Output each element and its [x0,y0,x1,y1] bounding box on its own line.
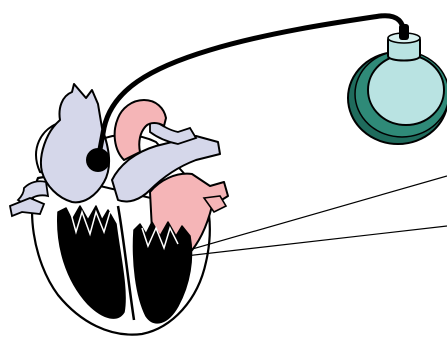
pacemaker-lead-port [399,24,409,40]
lead-tip-electrode [86,148,110,172]
pacemaker-face [368,55,444,125]
pacemaker-generator [348,24,447,144]
